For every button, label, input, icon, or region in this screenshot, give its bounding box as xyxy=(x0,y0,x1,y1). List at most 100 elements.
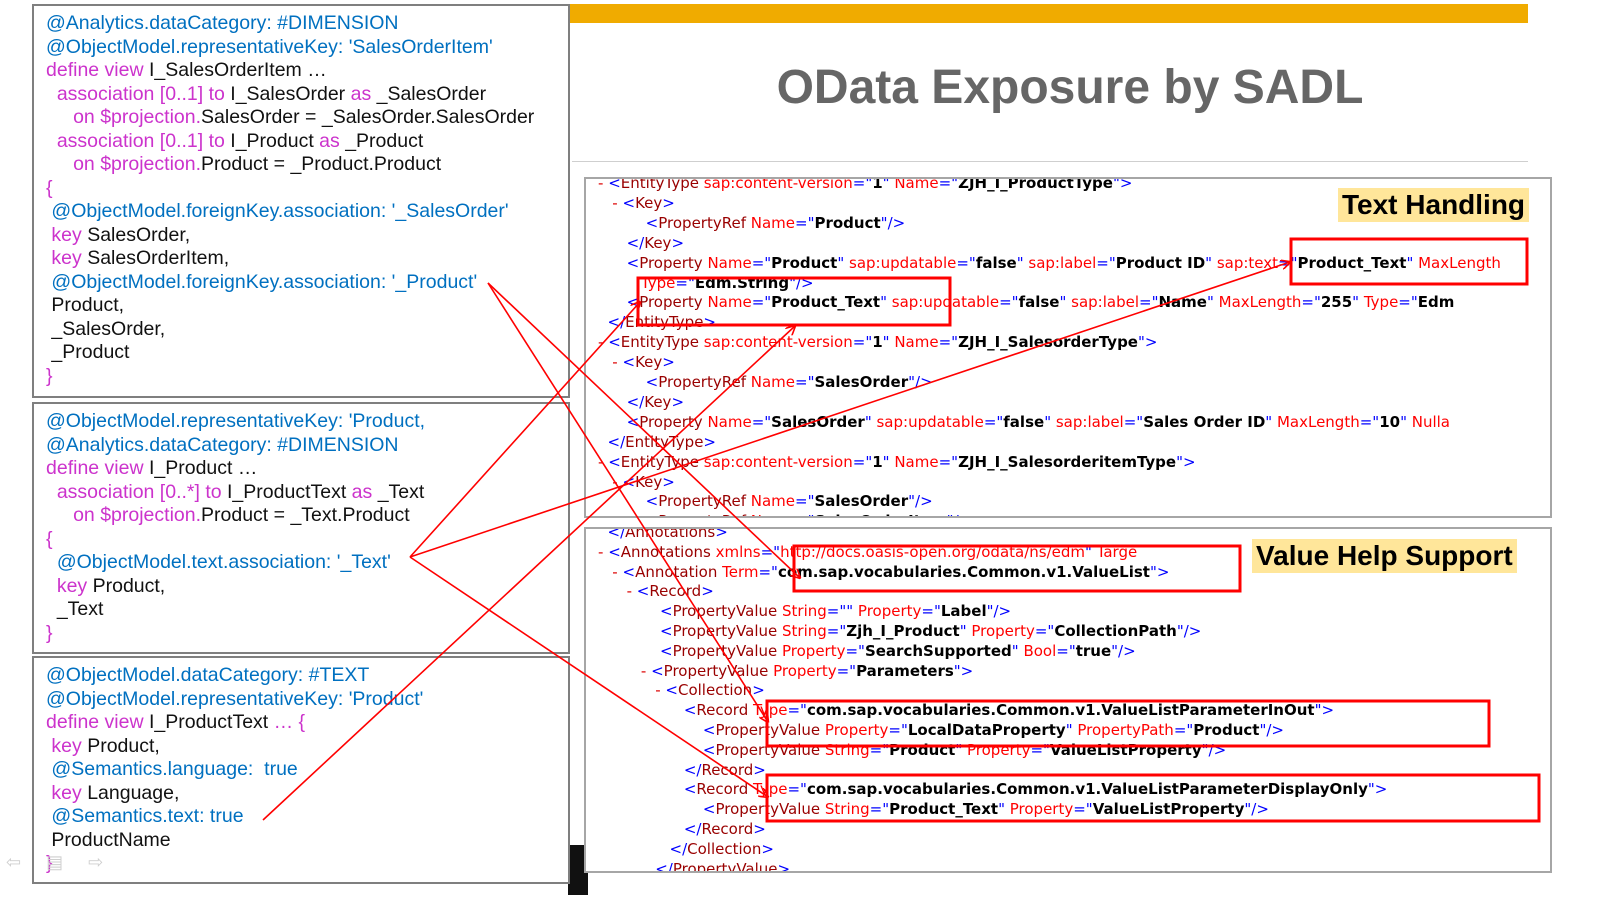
xml-token: - xyxy=(598,542,609,561)
xml-line: <PropertyValue Property="LocalDataProper… xyxy=(598,720,1284,740)
xml-token: ValueListProperty xyxy=(1092,800,1245,819)
code-token: { xyxy=(46,527,53,550)
code-token: I_Product … xyxy=(148,457,258,479)
xml-token: sap:content-version xyxy=(703,333,853,352)
xml-token: =" xyxy=(795,512,814,516)
code-token: @Analytics.dataCategory: #DIMENSION xyxy=(46,12,399,34)
code-line: @Analytics.dataCategory: #DIMENSION xyxy=(46,12,568,36)
xml-token: Property xyxy=(1009,800,1074,819)
xml-token: - xyxy=(598,333,609,352)
code-token: ProductName xyxy=(46,828,171,851)
code-token: as xyxy=(319,129,346,152)
xml-token: </ xyxy=(598,820,702,838)
code-line: } xyxy=(46,622,568,646)
xml-token: =" xyxy=(938,452,959,471)
text-handling-callout: Text Handling xyxy=(1338,188,1530,222)
xml-token: Property xyxy=(971,622,1035,640)
xml-token: =" xyxy=(921,602,941,621)
xml-token: > xyxy=(662,353,675,372)
code-token: SalesOrderItem, xyxy=(87,247,230,269)
code-token: _Product xyxy=(345,129,424,152)
xml-token: sap:label xyxy=(1055,412,1124,431)
xml-token: < xyxy=(598,622,673,640)
code-token: as xyxy=(350,82,377,105)
code-token: Product, xyxy=(46,294,125,316)
xml-token: Annotations xyxy=(625,527,716,541)
xml-token: ="" xyxy=(826,602,858,621)
xml-token: com.sap.vocabularies.Common.v1.ValueList… xyxy=(806,780,1368,799)
xml-token: =" xyxy=(1123,412,1144,431)
xml-token: > xyxy=(671,233,685,252)
xml-line: <PropertyRef Name="Product"/> xyxy=(598,213,906,233)
slide-navigation-icons[interactable]: ⇦ ▤ ⇨ xyxy=(6,852,114,872)
xml-token: < xyxy=(598,293,640,312)
xml-token: SalesOrder xyxy=(814,492,909,511)
value-help-callout: Value Help Support xyxy=(1252,539,1517,573)
code-token: @ObjectModel.representativeKey: 'Product… xyxy=(46,687,424,710)
xml-line: - <EntityType sap:content-version="1" Na… xyxy=(598,179,1132,193)
code-token: @Semantics.language: true xyxy=(46,758,298,780)
code-token: on $projection. xyxy=(46,504,202,526)
code-line: @ObjectModel.foreignKey.association: '_S… xyxy=(46,200,568,224)
xml-token: "> xyxy=(1176,452,1196,471)
slide-title: OData Exposure by SADL xyxy=(776,61,1364,114)
xml-token: Property xyxy=(857,602,922,621)
xml-token: > xyxy=(753,760,766,779)
xml-token: Term xyxy=(722,562,759,581)
xml-token xyxy=(598,274,641,292)
xml-token: " xyxy=(1011,641,1024,660)
xml-token: MaxLength xyxy=(1276,412,1360,431)
xml-token: " xyxy=(864,412,877,431)
xml-token: "> xyxy=(1149,562,1170,581)
xml-token: " xyxy=(1205,253,1217,272)
xml-token: http://docs.oasis-open.org/odata/ns/edm xyxy=(780,542,1086,561)
code-line: define view I_Product … xyxy=(46,457,568,481)
xml-token: " xyxy=(1206,293,1219,312)
xml-token: Property xyxy=(639,293,708,312)
xml-token: CollectionPath xyxy=(1054,622,1177,640)
code-token: key xyxy=(46,223,88,246)
code-token: } xyxy=(46,621,53,644)
xml-token: =" xyxy=(760,542,781,561)
xml-line: </EntityType> xyxy=(598,432,716,452)
xml-token: < xyxy=(622,472,636,491)
xml-token: ZJH_I_SalesorderitemType xyxy=(958,452,1177,471)
xml-token: sap:content-version xyxy=(703,452,853,471)
xml-token: < xyxy=(665,681,678,700)
xml-token: =" xyxy=(675,273,695,292)
xml-token: " xyxy=(882,333,895,352)
xml-token: Record xyxy=(701,820,754,838)
xml-line: </Key> xyxy=(598,392,684,412)
xml-token: =" xyxy=(795,492,815,511)
code-token: … { xyxy=(273,711,306,733)
code-line: key Product, xyxy=(46,575,568,599)
xml-token: Name xyxy=(894,333,939,352)
xml-line: <PropertyValue Property="SearchSupported… xyxy=(598,641,1136,661)
xml-token: </ xyxy=(598,839,688,858)
xml-token: Key xyxy=(635,472,663,491)
xml-token: =" xyxy=(826,622,847,640)
code-line: @Semantics.text: true xyxy=(46,805,568,829)
xml-token: > xyxy=(703,432,716,451)
code-line: on $projection.Product = _Product.Produc… xyxy=(46,153,568,177)
xml-token: =" xyxy=(938,333,959,352)
code-token: } xyxy=(46,364,53,387)
code-token: I_Product xyxy=(230,129,320,152)
xml-token: Annotations xyxy=(620,542,716,561)
xml-token: sap:updatable xyxy=(876,412,984,431)
xml-line: <Property Name="SalesOrder" sap:updatabl… xyxy=(598,412,1450,432)
xml-token: < xyxy=(598,641,673,660)
xml-token: > xyxy=(703,313,716,332)
code-line: @ObjectModel.foreignKey.association: '_P… xyxy=(46,271,568,295)
xml-token: " xyxy=(1352,293,1364,312)
xml-token: PropertyValue xyxy=(672,641,782,660)
xml-token: Product xyxy=(1193,721,1260,739)
xml-token: - xyxy=(598,193,623,212)
xml-token: Type xyxy=(1363,293,1399,312)
code-token: @ObjectModel.foreignKey.association: '_S… xyxy=(46,200,509,222)
code-token: _Text xyxy=(377,480,425,503)
xml-token: =" xyxy=(751,412,772,431)
xml-token: - xyxy=(598,562,623,581)
xml-token: =" xyxy=(852,452,873,471)
xml-line: </Collection> xyxy=(598,839,774,859)
